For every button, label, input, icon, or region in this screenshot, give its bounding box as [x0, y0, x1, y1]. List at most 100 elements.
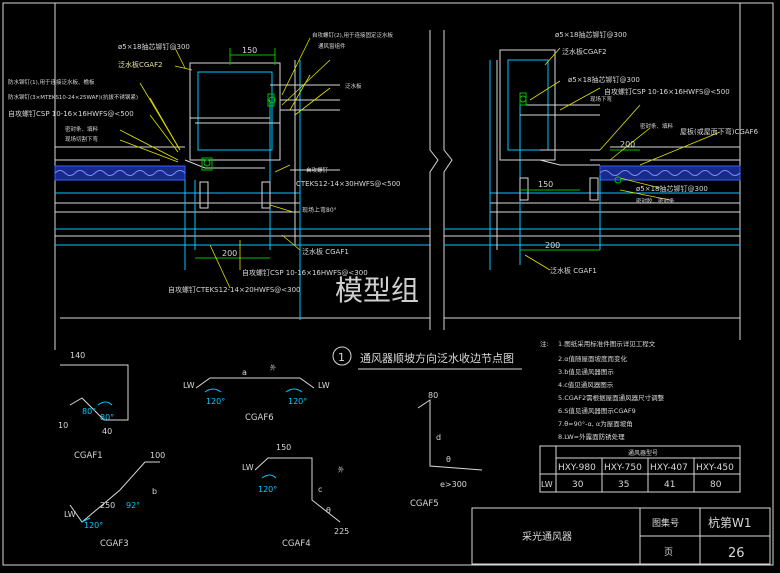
cgaf1-a80a: 80°	[82, 407, 96, 416]
page-value: 26	[728, 546, 745, 561]
label-r3: ø5×18抽芯铆钉@300	[568, 75, 640, 84]
ventilator-frame-right	[499, 49, 600, 201]
cgaf3-b: b	[152, 487, 157, 496]
cgaf5-e: e>300	[440, 480, 467, 489]
detail-number-circle	[332, 346, 352, 366]
label-r5: 现场下弯	[590, 95, 613, 103]
notes-header: 注:	[540, 339, 549, 348]
cgaf4-out: 外	[338, 466, 344, 474]
label-r2: 泛水板CGAF2	[562, 47, 607, 56]
cgaf6-lw2: LW	[318, 381, 330, 390]
cgaf1-40: 40	[102, 427, 112, 436]
table-header-3: HXY-450	[696, 463, 734, 473]
note-4: 4.c值见通风器图示	[558, 380, 614, 389]
label-l5: 自攻螺钉CSP 10-16×16HWFS@<500	[8, 109, 134, 118]
insulation-hatch-left	[54, 170, 186, 176]
table-value-1: 35	[618, 480, 629, 490]
cgaf3-a92: 92°	[126, 501, 140, 510]
cgaf5-80: 80	[428, 391, 438, 400]
detail-annotations: ø5×18抽芯铆钉@300 泛水板CGAF2 防水铆钉(1),用于连接泛水板、檐…	[8, 30, 759, 294]
label-l6: 密封条、填料	[65, 125, 99, 133]
cgaf6-lw: LW	[183, 381, 195, 390]
title-block	[471, 507, 771, 565]
cgaf4-name: CGAF4	[282, 539, 311, 549]
label-l3: 防水铆钉(1),用于连接泛水板、檐板	[8, 78, 95, 86]
leader-lines	[119, 37, 721, 289]
cgaf4-a120: 120°	[258, 485, 277, 494]
label-l11: 自攻螺钉	[306, 166, 329, 174]
table-header-1: HXY-750	[604, 463, 642, 473]
note-3: 3.b值见通风器图示	[558, 367, 614, 376]
note-7: 7.θ=90°-α, α为屋面坡角	[558, 419, 633, 428]
label-l8: 自攻螺钉(2),用于连接固定泛水板	[312, 31, 394, 39]
label-l15: 自攻螺钉CTEKS12-14×20HWFS@<300	[168, 285, 301, 294]
break-line	[429, 30, 453, 330]
label-r7: 屋板(或屋面下弯)CGAF6	[680, 127, 759, 136]
cgaf1-140: 140	[70, 351, 85, 360]
profile-cgaf6: LW a 外 120° 120° LW CGAF6	[183, 364, 330, 423]
label-l10: 泛水板	[345, 82, 362, 90]
fastener-markers	[203, 95, 622, 184]
detail-number: 1	[338, 351, 345, 364]
label-r1: ø5×18抽芯铆钉@300	[555, 30, 627, 39]
cgaf1-name: CGAF1	[74, 451, 103, 461]
cgaf1-10: 10	[58, 421, 68, 430]
label-r9: 泛水板 CGAF1	[550, 266, 597, 275]
profile-cgaf4: 150 225 LW c θ 外 120° CGAF4	[242, 443, 349, 549]
cgaf3-250: 250	[100, 501, 115, 510]
label-l1: ø5×18抽芯铆钉@300	[118, 42, 190, 51]
dim-150b: 150	[538, 180, 553, 189]
label-l7: 现场切割下弯	[65, 135, 99, 143]
table-value-0: 30	[572, 480, 584, 490]
page-label: 页	[664, 547, 673, 558]
table-header-2: HXY-407	[650, 463, 688, 473]
table-value-3: 80	[710, 480, 722, 490]
label-l9: 通风窗组件	[318, 42, 346, 50]
roof-section-left	[54, 60, 430, 320]
lw-table	[539, 445, 741, 493]
label-r10: 密封胶、密封条	[636, 197, 675, 205]
label-l4: 防水铆钉(3×MTEKS10-24×25WAF)(抗拔不锈钢紧)	[8, 93, 138, 101]
cgaf4-theta: θ	[326, 506, 331, 515]
label-l13: 泛水板 CGAF1	[302, 247, 349, 256]
cgaf3-100: 100	[150, 451, 165, 460]
note-1: 1.图纸采用标准件图示详见工程文	[558, 339, 656, 348]
cgaf4-lw: LW	[242, 463, 254, 472]
detail-title: 通风器顺坡方向泛水收边节点图	[360, 351, 514, 365]
table-header-0: HXY-980	[558, 463, 596, 473]
dim-150a: 150	[242, 46, 257, 55]
cgaf5-theta: θ	[446, 455, 451, 464]
cgaf1-a80b: 80°	[100, 413, 114, 422]
cgaf3-name: CGAF3	[100, 539, 129, 549]
label-r8: ø5×18抽芯铆钉@300	[636, 184, 708, 193]
note-8: 8.LW=外露面防锈处理	[558, 432, 625, 441]
title-block-text: 采光通风器 图集号 杭第W1 页 26	[522, 515, 752, 561]
watermark: 模型组	[335, 274, 419, 307]
label-l16: 现场上弯80°	[302, 206, 337, 214]
label-l14: 自攻螺钉CSP 10-16×16HWFS@<300	[242, 268, 368, 277]
cgaf3-lw: LW	[64, 510, 76, 519]
table-row-label: LW	[541, 480, 553, 489]
atlas-value: 杭第W1	[708, 515, 752, 530]
profile-cgaf5: 80 d θ e>300 CGAF5	[410, 391, 483, 509]
cgaf4-c: c	[318, 485, 322, 494]
cgaf3-a120: 120°	[84, 521, 103, 530]
table-title: 通风器型号	[628, 449, 658, 457]
notes: 注: 1.图纸采用标准件图示详见工程文 2.α值随屋面坡度而变化 3.b值见通风…	[540, 339, 665, 441]
cgaf6-a: a	[242, 368, 247, 377]
profile-cgaf3: 100 250 b 92° 120° LW CGAF3	[64, 451, 165, 549]
table-value-2: 41	[664, 480, 675, 490]
cgaf4-225: 225	[334, 527, 349, 536]
insulation-hatch-right	[599, 170, 741, 176]
cgaf5-name: CGAF5	[410, 499, 439, 509]
cgaf5-d: d	[436, 433, 441, 442]
dimension-lines	[195, 48, 640, 259]
cgaf4-150: 150	[276, 443, 291, 452]
sheet-border	[2, 2, 774, 566]
note-6: 6.S值见通风器图示CGAF9	[558, 406, 636, 415]
note-5: 5.CGAF2需根据屋面通风器尺寸调整	[558, 393, 665, 402]
ventilator-frame-left	[189, 62, 340, 209]
label-r6: 密封条、填料	[640, 122, 674, 130]
